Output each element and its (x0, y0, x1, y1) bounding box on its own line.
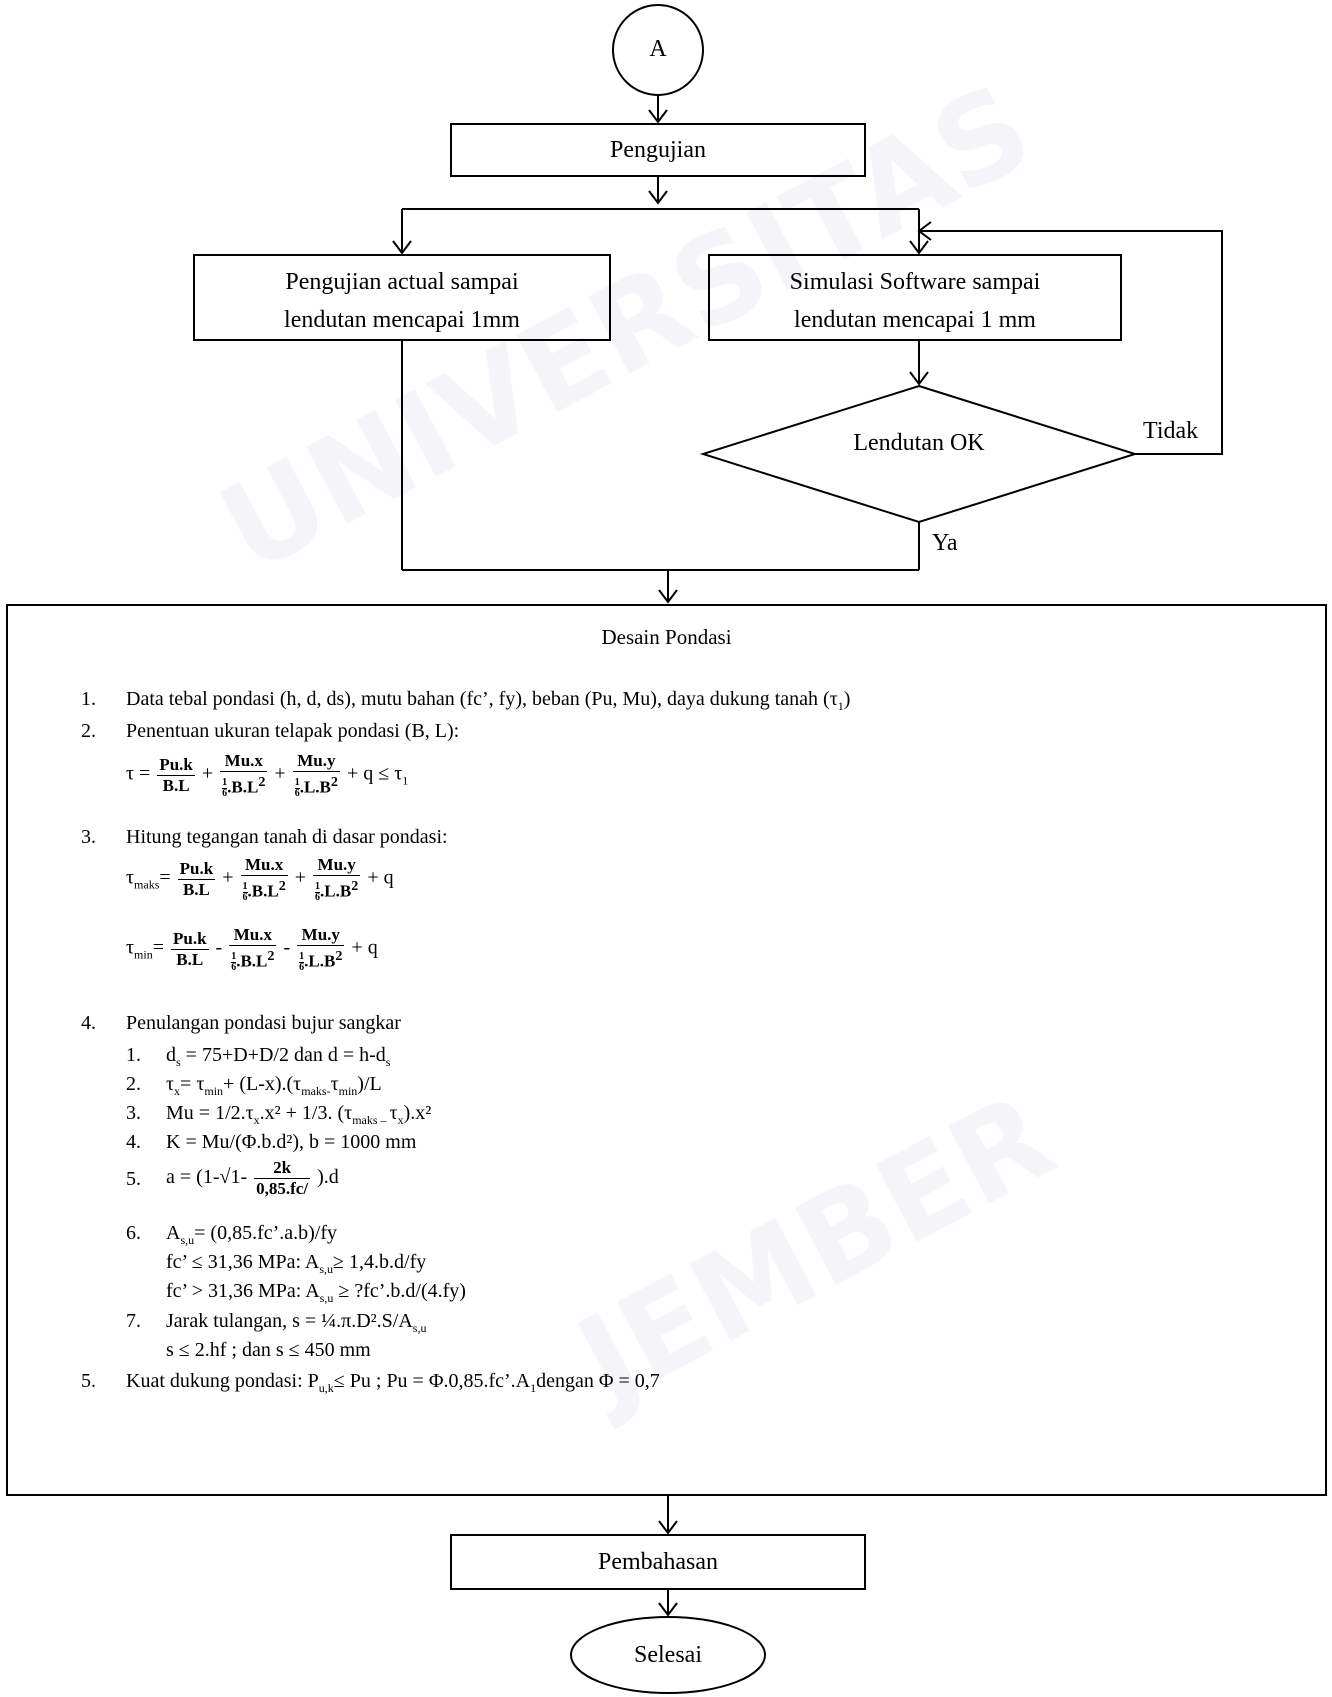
pembahasan-label: Pembahasan (598, 1549, 718, 1575)
sub-item-6-text: As,u= (0,85.fc’.a.b)/fy (166, 1222, 338, 1247)
start-node-label: A (649, 36, 667, 62)
sub-item-1-text: ds = 75+D+D/2 dan d = h-ds (166, 1044, 391, 1069)
edge-label-ya: Ya (932, 530, 958, 556)
pembahasan-box (450, 1534, 866, 1590)
sub-item-7-number: 7. (126, 1310, 141, 1332)
edge-label-tidak: Tidak (1143, 418, 1199, 444)
step-5-number: 5. (81, 1370, 96, 1392)
step-2-text: Penentuan ukuran telapak pondasi (B, L): (126, 720, 460, 742)
step-2-number: 2. (81, 720, 96, 742)
sub-item-4-number: 4. (126, 1131, 141, 1153)
step-4-text: Penulangan pondasi bujur sangkar (126, 1012, 401, 1034)
step-3-number: 3. (81, 826, 96, 848)
sub-item-6-line3: fc’ > 31,36 MPa: As,u ≥ ?fc’.b.d/(4.fy) (166, 1280, 466, 1305)
sub-item-4-text: K = Mu/(Φ.b.d²), b = 1000 mm (166, 1131, 417, 1153)
sub-item-7-text: Jarak tulangan, s = ¼.π.D².S/As,u (166, 1310, 427, 1335)
design-title: Desain Pondasi (601, 625, 732, 649)
sub-item-5-number: 5. (126, 1168, 141, 1190)
sub-item-1-number: 1. (126, 1044, 141, 1066)
sub-item-6-line2: fc’ ≤ 31,36 MPa: As,u≥ 1,4.b.d/fy (166, 1251, 427, 1276)
sub-item-3-number: 3. (126, 1102, 141, 1124)
end-node-label: Selesai (634, 1642, 702, 1668)
simulation-label-line1: Simulasi Software sampai (789, 269, 1041, 295)
end-node-shape (570, 1616, 766, 1694)
step-3-text: Hitung tegangan tanah di dasar pondasi: (126, 826, 448, 848)
step-4-number: 4. (81, 1012, 96, 1034)
actual-test-label-line2: lendutan mencapai 1mm (284, 307, 520, 333)
design-section: Desain Pondasi 1. Data tebal pondasi (h,… (7, 605, 1326, 1495)
sub-item-6-number: 6. (126, 1222, 141, 1244)
simulation-box (708, 254, 1122, 341)
simulation-label-line2: lendutan mencapai 1 mm (794, 307, 1036, 333)
pengujian-label: Pengujian (610, 137, 706, 163)
step-1-number: 1. (81, 688, 96, 710)
design-box (6, 604, 1327, 1496)
sub-item-2-text: τx= τmin+ (L-x).(τmaks-τmin)/L (166, 1073, 382, 1098)
step-1-text: Data tebal pondasi (h, d, ds), mutu baha… (126, 688, 851, 713)
step-5-text: Kuat dukung pondasi: Pu,k≤ Pu ; Pu = Φ.0… (126, 1370, 660, 1395)
actual-test-label-line1: Pengujian actual sampai (285, 269, 519, 295)
decision-label: Lendutan OK (853, 430, 985, 456)
sub-item-3-text: Mu = 1/2.τx.x² + 1/3. (τmaks – τx).x² (166, 1102, 432, 1127)
sub-item-7-line2: s ≤ 2.hf ; dan s ≤ 450 mm (166, 1339, 371, 1361)
sub-item-2-number: 2. (126, 1073, 141, 1095)
